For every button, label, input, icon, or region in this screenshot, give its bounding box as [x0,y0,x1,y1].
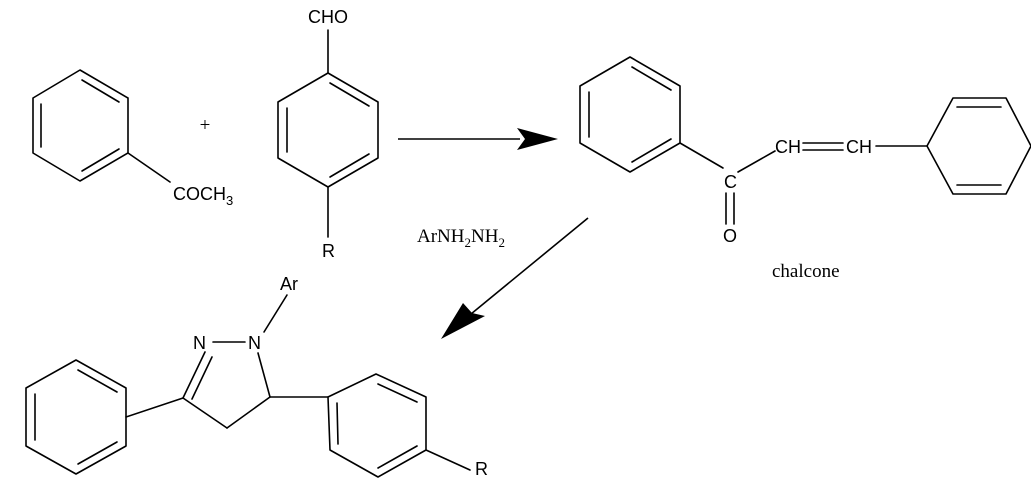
c5-c4-bond [226,396,271,429]
product-inner-bond [77,369,118,393]
chalcone-name-label: chalcone [772,261,840,282]
arrow-shaft [470,217,589,315]
chalcone-inner-bond [631,138,672,163]
arrow-head [441,303,485,339]
product-left-benzene-ring [25,359,127,475]
plus-sign: + [200,115,211,136]
chalcone-carbonyl-carbon: C [724,172,737,192]
reaction-arrow-condensation [398,128,558,150]
chalcone-beta-carbon: CH [846,137,872,157]
c3-n2-double-bond [191,356,213,400]
reaction-arrow-cyclization [441,217,589,339]
chalcone-inner-bond [631,66,672,91]
benzaldehyde-benzene-ring [277,72,379,188]
product-inner-bond [336,402,339,445]
product-r-group-label: R [475,459,488,479]
aldehyde-group-label: CHO [308,7,348,27]
pyrazoline-structure: N N Ar R [25,274,488,479]
product-inner-bond [77,441,118,465]
chalcone-structure: C O CH CH chalcone [579,56,1031,282]
arrow-head [517,128,558,150]
acetophenone-acyl-group: COCH3 [173,184,233,208]
c4-c3-bond [182,397,228,429]
carbonyl-to-alkene-bond [737,150,776,173]
product-imine-nitrogen: N [193,333,206,353]
chalcone-left-benzene-ring [579,56,681,173]
product-right-benzene-ring [327,373,427,478]
acetophenone-acyl-bond [127,152,171,183]
benzaldehyde-r-group-label: R [322,241,335,261]
product-inner-bond [377,383,418,403]
c3-n2-double-bond [182,351,206,399]
reagent-label: ArNH2NH2 [417,226,505,250]
chalcone-carbonyl-oxygen: O [723,226,737,246]
product-amine-nitrogen: N [248,333,261,353]
phenyl-to-c3-bond [125,397,184,418]
acetophenone-benzene-ring [32,69,129,182]
acetophenone-inner-bond [81,79,120,103]
chalcone-ring-to-carbonyl-bond [679,142,724,169]
benzaldehyde-inner-bond [329,153,370,178]
acetophenone-inner-bond [81,148,120,172]
benzaldehyde-structure: CHO R [277,7,379,261]
benzaldehyde-inner-bond [329,82,370,107]
chalcone-alpha-carbon: CH [775,137,801,157]
product-n-aryl-label: Ar [280,274,298,294]
chalcone-right-benzene-ring [926,97,1031,195]
aryl-para-bond [425,449,471,471]
n1-aryl-bond [263,294,288,333]
product-inner-bond [377,445,418,469]
acetophenone-structure: COCH3 [32,69,233,208]
n1-c5-bond [257,352,271,398]
